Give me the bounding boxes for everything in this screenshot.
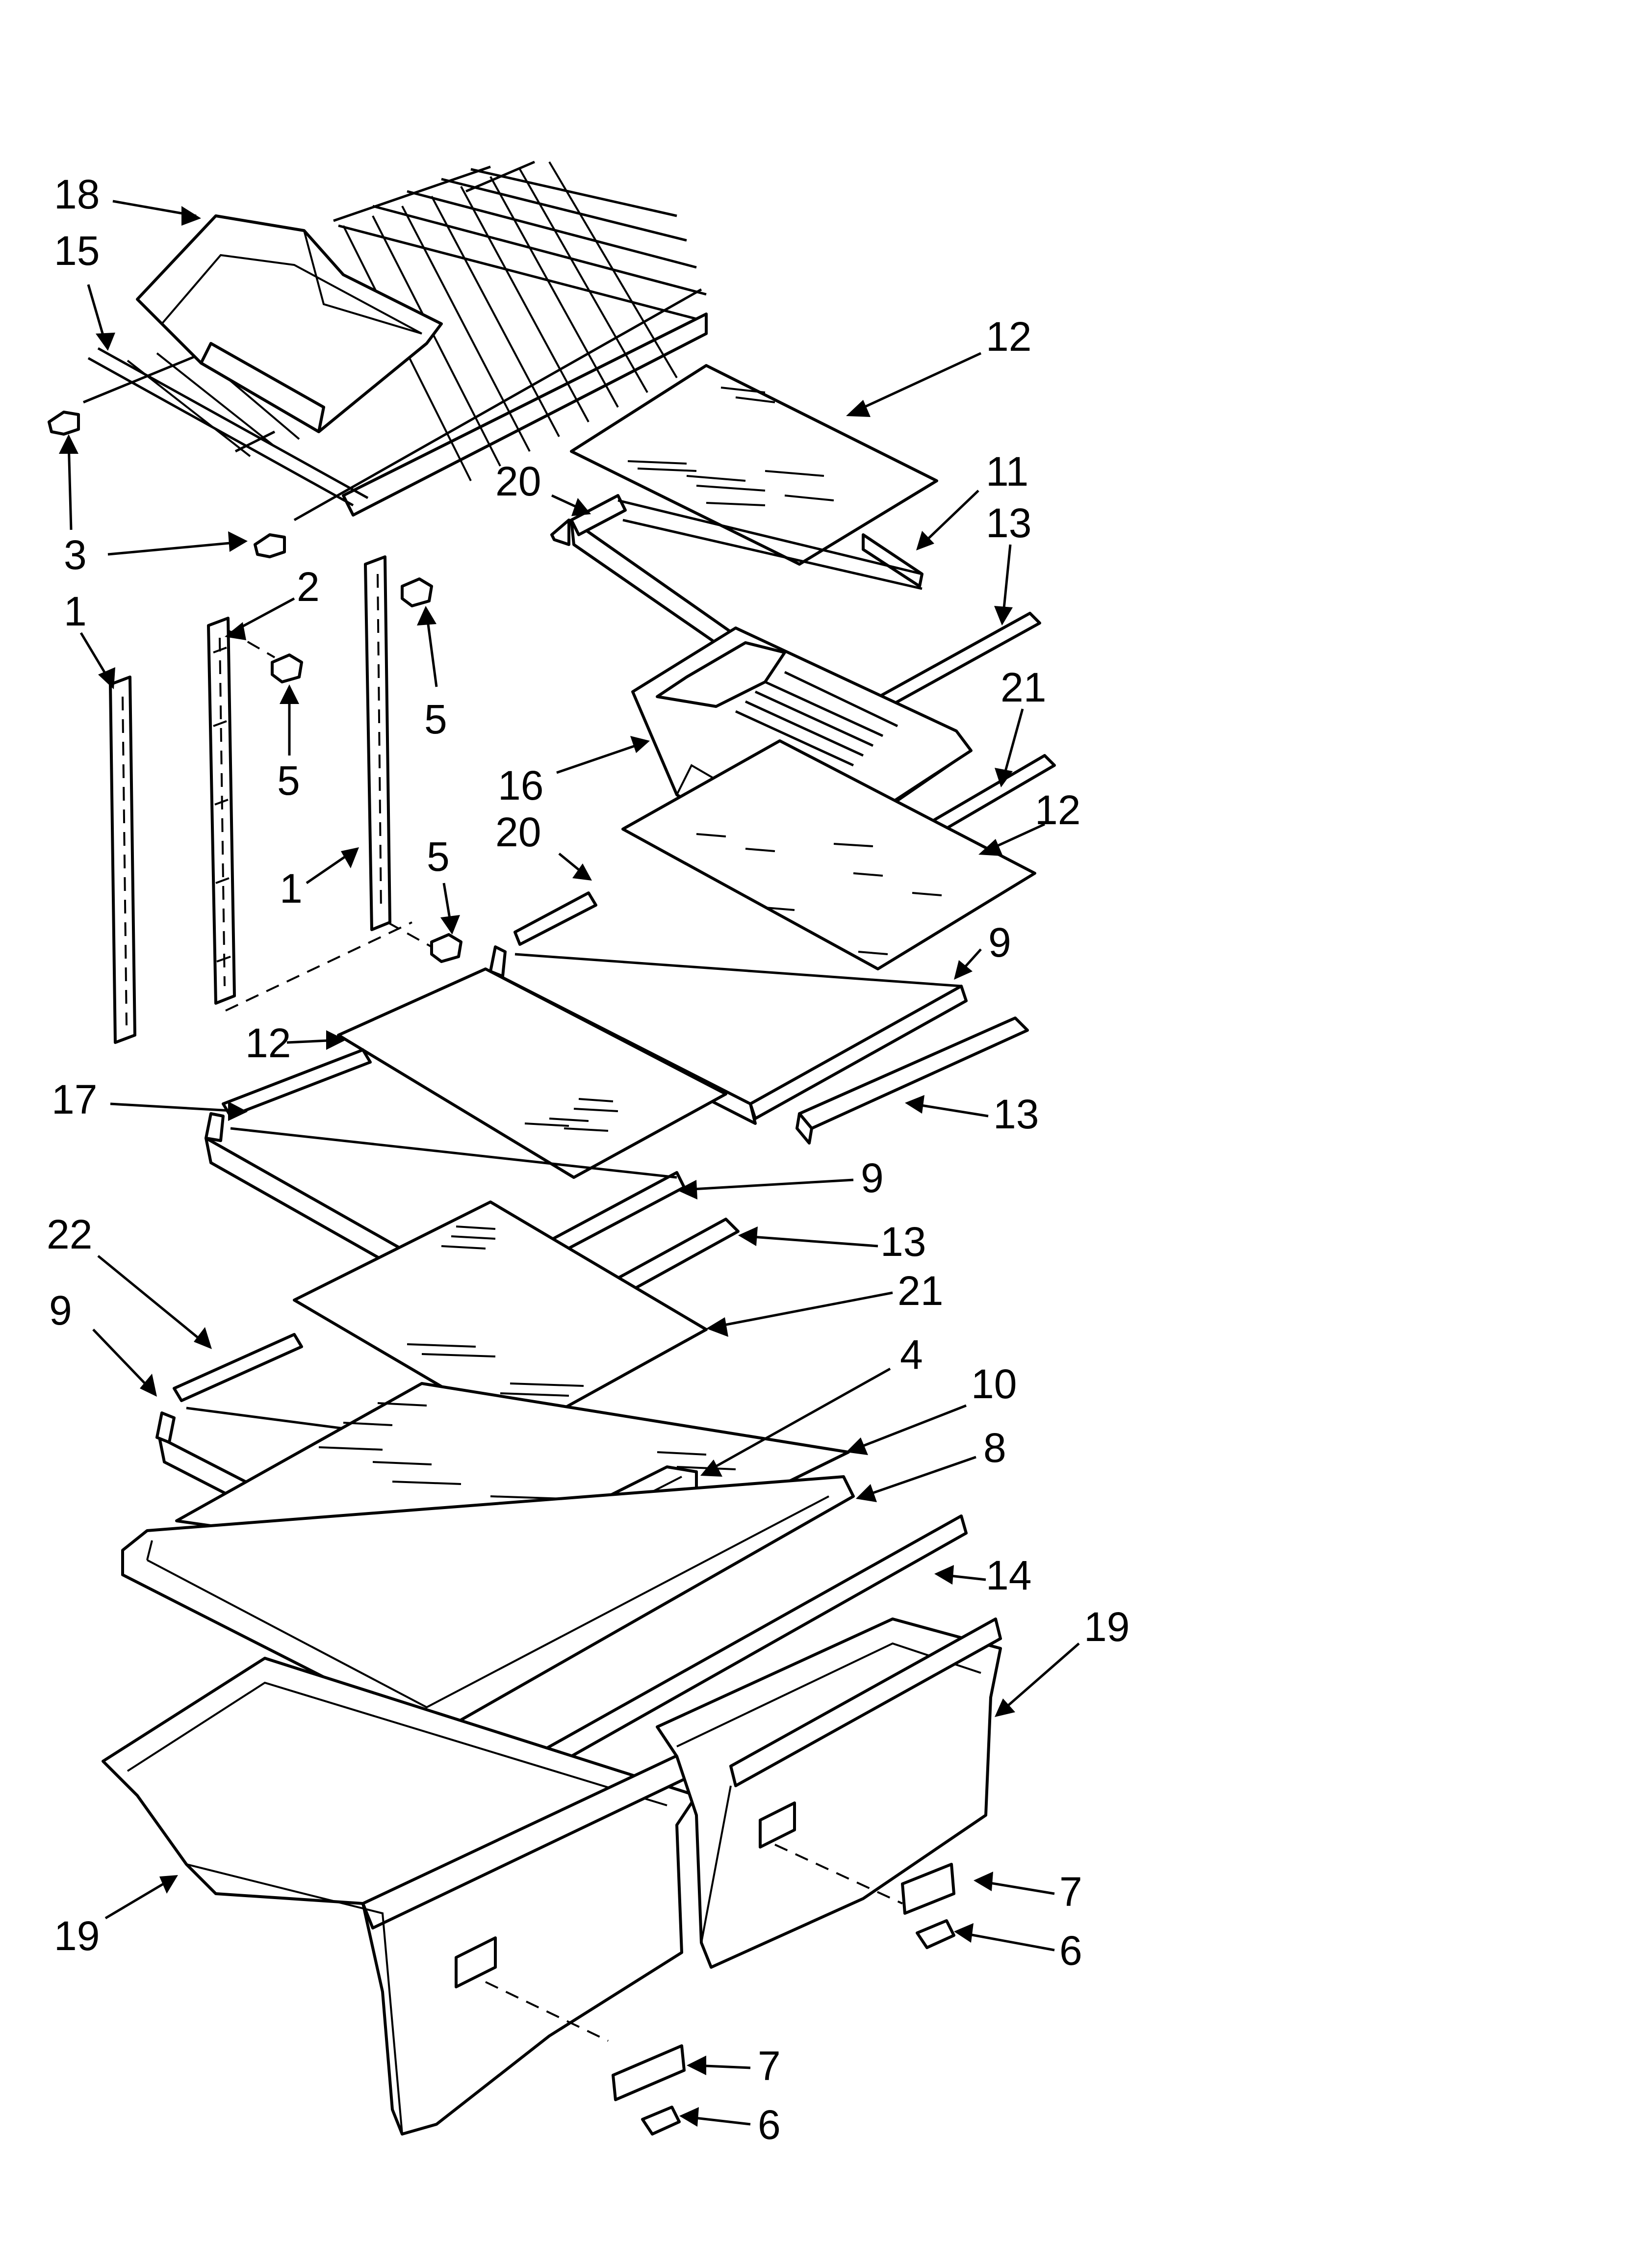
drawer-latch bbox=[641, 1919, 955, 2136]
callout-1: 1 bbox=[64, 588, 87, 634]
callout-5: 5 bbox=[277, 757, 300, 804]
crisper-drawer-right bbox=[656, 1617, 1002, 1969]
shelf-trim-strip-3 bbox=[795, 1017, 1029, 1145]
callout-16: 16 bbox=[498, 762, 543, 808]
callout-19: 19 bbox=[1084, 1604, 1129, 1650]
callout-6: 6 bbox=[1059, 1928, 1082, 1974]
callout-9-b: 9 bbox=[861, 1155, 884, 1201]
glass-shelf-panel-2 bbox=[621, 739, 1036, 970]
callout-21-b: 21 bbox=[898, 1268, 943, 1314]
callout-5-c: 5 bbox=[427, 834, 450, 880]
leader-lines bbox=[59, 200, 1080, 2127]
callout-1-b: 1 bbox=[280, 865, 303, 912]
callout-10: 10 bbox=[971, 1361, 1017, 1407]
callout-13: 13 bbox=[986, 500, 1031, 546]
drawer-label-holder bbox=[612, 1863, 955, 2101]
callout-7: 7 bbox=[1059, 1869, 1082, 1915]
callout-17: 17 bbox=[51, 1076, 97, 1122]
callout-4: 4 bbox=[900, 1331, 923, 1378]
callout-6-b: 6 bbox=[758, 2102, 781, 2148]
callout-15: 15 bbox=[54, 228, 100, 274]
callout-7-b: 7 bbox=[758, 2043, 781, 2089]
door-bin bbox=[136, 214, 443, 433]
screw bbox=[271, 577, 462, 963]
mounting-line-3 bbox=[387, 921, 432, 948]
callout-21: 21 bbox=[1001, 664, 1046, 710]
callout-12-c: 12 bbox=[245, 1020, 291, 1066]
crisper-drawer-left bbox=[102, 1657, 703, 2136]
glass-shelf-panel-3 bbox=[337, 967, 727, 1179]
shelf-support-rail-2 bbox=[207, 617, 236, 1005]
shelf-support-rail-3 bbox=[364, 555, 391, 931]
wire-shelf bbox=[83, 160, 708, 521]
callout-3: 3 bbox=[64, 532, 87, 578]
callout-13-c: 13 bbox=[880, 1219, 926, 1265]
mounting-line-2 bbox=[225, 921, 412, 1012]
callout-11: 11 bbox=[986, 448, 1028, 495]
callout-20: 20 bbox=[495, 458, 541, 504]
callout-20-b: 20 bbox=[495, 809, 541, 855]
callout-19-b: 19 bbox=[54, 1913, 100, 1959]
shelf-frame-upper bbox=[550, 494, 924, 678]
callout-18: 18 bbox=[54, 171, 100, 217]
callout-9-c: 9 bbox=[49, 1287, 72, 1333]
shelf-end-cap bbox=[48, 411, 286, 558]
callout-12: 12 bbox=[986, 313, 1031, 360]
callout-5-b: 5 bbox=[424, 696, 447, 742]
callout-8: 8 bbox=[983, 1425, 1006, 1471]
callout-22: 22 bbox=[47, 1211, 92, 1257]
shelf-support-rail bbox=[109, 676, 136, 1044]
callout-labels: 18 15 3 1 2 5 5 1 5 12 20 11 13 21 16 20… bbox=[47, 171, 1129, 2148]
callout-9: 9 bbox=[988, 919, 1011, 965]
callout-2: 2 bbox=[297, 564, 320, 610]
callout-13-b: 13 bbox=[993, 1091, 1039, 1137]
callout-12-b: 12 bbox=[1035, 787, 1080, 833]
callout-14: 14 bbox=[986, 1552, 1031, 1598]
